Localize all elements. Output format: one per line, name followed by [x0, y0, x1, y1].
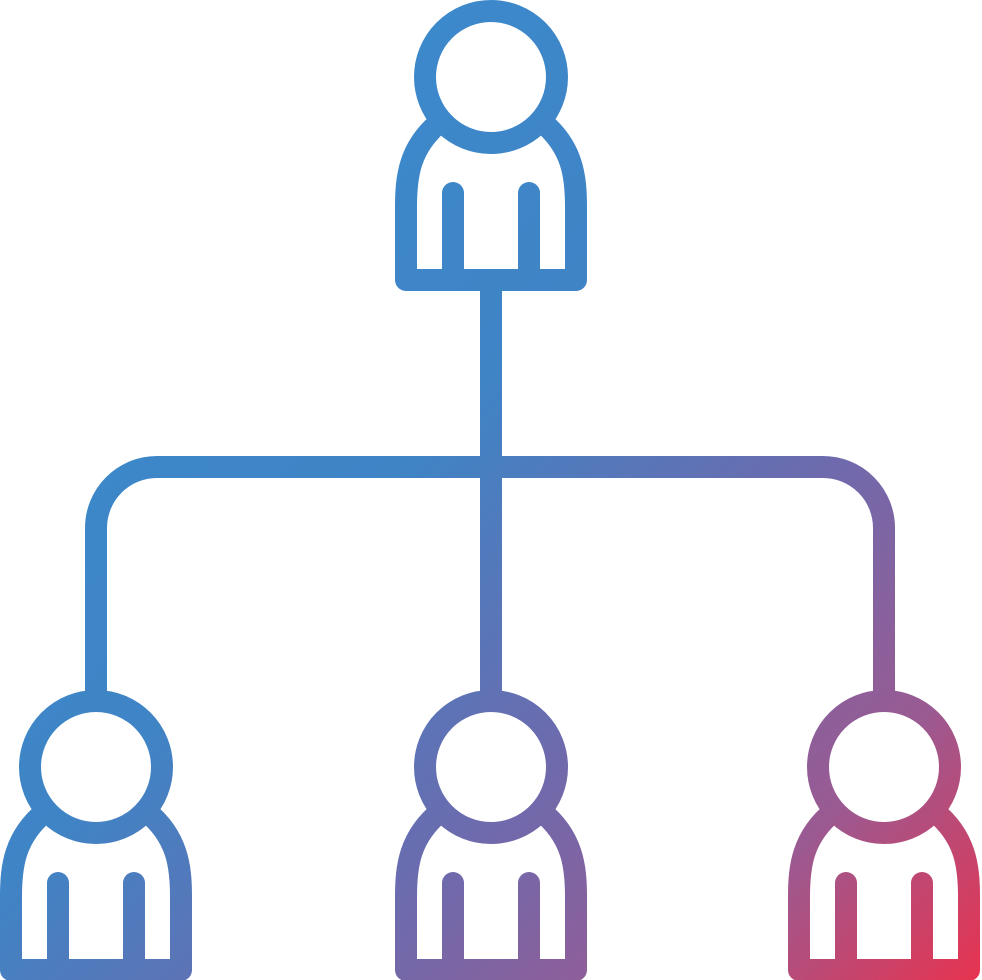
child-person-right-head: [807, 690, 961, 844]
connector-lines: [85, 279, 895, 704]
top-person-body: [395, 110, 587, 291]
child-person-left-head: [19, 690, 173, 844]
child-person-center-body: [395, 800, 587, 980]
branch-bar: [85, 456, 895, 704]
child-person-left-body: [0, 800, 192, 980]
child-person-right-body: [788, 800, 980, 980]
child-person-left: [0, 690, 192, 980]
child-person-right: [788, 690, 980, 980]
top-person: [395, 0, 587, 291]
child-person-center: [395, 690, 587, 980]
top-person-head: [414, 0, 568, 154]
child-person-center-head: [414, 690, 568, 844]
